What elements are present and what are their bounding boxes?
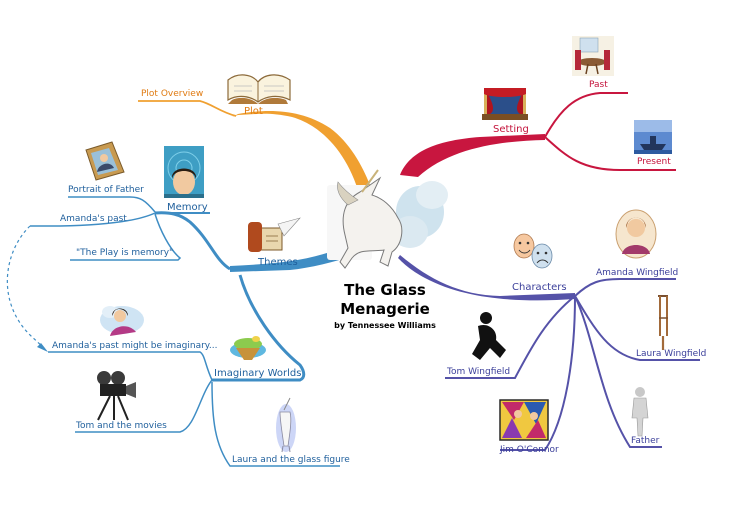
glass-unicorn-icon [276,397,296,453]
amanda-imaginary-connector [48,351,213,381]
setting-connector [400,134,545,177]
tom-wingfield-topic[interactable]: Tom Wingfield [447,367,511,377]
tom-movies-connector [75,379,213,433]
central-topic-title[interactable]: The Glass Menagerie [330,281,440,319]
plot-connector [232,110,370,190]
past-connector [544,92,628,138]
tom-connector [445,295,576,379]
crutch-icon [658,295,668,350]
imaginary-connector [212,274,306,382]
central-title-line1: The Glass [344,281,426,299]
themes-connector [230,246,355,272]
laura-glass-connector [211,381,340,467]
past-topic[interactable]: Past [589,80,608,90]
unicorn-icon [327,169,448,269]
imaginary-worlds-topic[interactable]: Imaginary Worlds [214,368,302,379]
setting-branch [400,92,676,177]
plot-overview-topic[interactable]: Plot Overview [141,89,204,99]
characters-connector [398,255,575,301]
amanda-past-imaginary-topic[interactable]: Amanda's past might be imaginary... [52,341,218,351]
plot-branch [138,100,370,190]
characters-topic[interactable]: Characters [512,282,567,293]
theater-masks-icon [513,233,553,269]
amandas-past-connector [30,212,156,227]
central-topic-subtitle: by Tennessee Williams [334,321,436,330]
central-title-line2: Menagerie [340,300,430,318]
tom-and-movies-topic[interactable]: Tom and the movies [76,421,167,431]
setting-topic[interactable]: Setting [493,124,529,135]
dining-room-icon [572,36,614,76]
portrait-connector [68,196,156,213]
jim-connector [500,295,576,451]
characters-branch [398,255,700,451]
themes-branch [6,196,355,467]
present-topic[interactable]: Present [637,157,671,167]
dreaming-woman-icon [100,306,144,336]
father-topic[interactable]: Father [631,436,660,446]
play-memory-connector [70,213,182,261]
amanda-connector [574,278,676,297]
framed-portrait-icon [85,141,125,181]
woman-portrait-icon [615,209,657,259]
jim-oconnor-topic[interactable]: Jim O'Connor [500,445,559,455]
sitting-man-silhouette-icon [472,312,506,360]
stained-glass-icon [499,399,549,441]
themes-topic[interactable]: Themes [258,257,298,268]
laura-glass-figure-topic[interactable]: Laura and the glass figure [232,455,350,465]
scroll-quill-icon [248,217,301,252]
laura-connector [574,295,700,361]
relationship-arrowhead [37,343,48,352]
play-is-memory-topic[interactable]: "The Play is memory" [76,248,174,258]
face-portrait-icon [164,146,204,198]
floating-island-icon [230,336,266,360]
portrait-of-father-topic[interactable]: Portrait of Father [68,185,144,195]
father-connector [574,295,662,448]
theater-stage-icon [482,88,528,120]
plot-overview-connector [138,100,237,117]
plot-topic[interactable]: Plot [244,106,263,117]
memory-topic[interactable]: Memory [167,202,208,213]
laura-wingfield-topic[interactable]: Laura Wingfield [636,349,707,359]
standing-man-icon [631,387,649,437]
amandas-past-topic[interactable]: Amanda's past [60,214,127,224]
movie-camera-icon [97,371,136,421]
present-connector [544,136,676,171]
relationship-dashed-arrow [6,225,45,349]
open-book-icon [227,74,291,104]
amanda-wingfield-topic[interactable]: Amanda Wingfield [596,268,679,278]
ship-icon [634,120,672,154]
